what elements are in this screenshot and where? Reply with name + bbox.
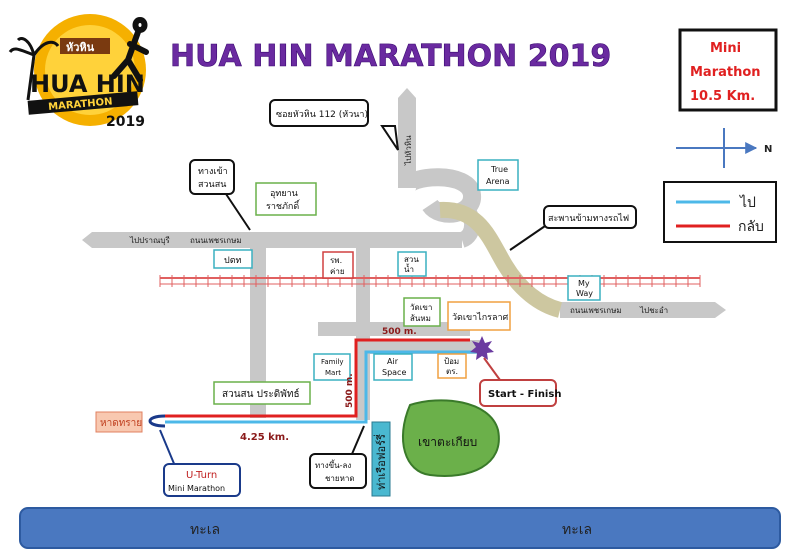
place-wat-krai: วัดเขาไกรลาศ [452, 312, 509, 323]
road-north-spur [398, 98, 416, 188]
place-police-2: ตร. [446, 367, 458, 376]
road-label-pran: ไปปราณบุรี [129, 236, 170, 245]
road-west-arrowhead [82, 232, 92, 248]
place-ptt: ปตท [224, 256, 242, 266]
sea-label-left: ทะเล [190, 522, 220, 538]
logo: หัวหิน HUA HIN MARATHON 2019 [8, 14, 149, 130]
info-line-1: Mini [710, 41, 741, 56]
logo-year: 2019 [106, 114, 145, 130]
info-line-3: 10.5 Km. [690, 89, 755, 104]
runner-icon [111, 17, 149, 83]
page-title: HUA HIN MARATHON 2019 [170, 39, 611, 74]
place-myway-2: Way [576, 289, 593, 298]
compass: N [676, 128, 772, 168]
route-go [165, 350, 478, 424]
place-police-1: ป้อม [444, 357, 459, 366]
place-familymart-2: Mart [325, 369, 341, 377]
place-true-arena-2: Arena [486, 177, 510, 186]
distance-4-25: 4.25 km. [240, 432, 289, 443]
callout-start-finish: Start - Finish [488, 389, 561, 400]
place-wat-sanam-1: วัดเขา [410, 303, 432, 312]
road-label-phet-west: ถนนเพชรเกษม [190, 236, 242, 245]
hill-khao-takiab [401, 399, 500, 477]
place-wat-sanam-2: ส้นหม [410, 314, 431, 323]
info-line-2: Marathon [690, 65, 761, 80]
callout-uturn-1: U-Turn [186, 470, 217, 481]
place-park-1: อุทยาน [270, 189, 298, 199]
place-boxes: True Arena อุทยาน ราชภักดิ์ ปตท รพ. ค่าย… [95, 159, 601, 433]
road-north-arrowhead [398, 88, 416, 98]
callout-gate-1: ทางเข้า [198, 166, 228, 177]
road-label-cha-am: ไปชะอำ [639, 306, 668, 315]
place-water-2: น้ำ [404, 263, 414, 274]
callout-bridge: สะพานข้ามทางรถไฟ [548, 213, 629, 224]
callout-soi: ซอยหัวหิน 112 (หัวนา) [276, 109, 368, 120]
place-hospital-2: ค่าย [330, 267, 345, 276]
logo-top-text: หัวหิน [66, 41, 95, 54]
place-beach: หาดทราย [100, 418, 142, 429]
place-true-arena-1: True [490, 165, 508, 174]
compass-north: N [764, 144, 772, 155]
legend-back: กลับ [738, 219, 764, 235]
callout-uturn-2: Mini Marathon [168, 484, 225, 493]
place-airspace-1: Air [387, 357, 399, 366]
callout-beach-way-2: ชายหาด [325, 474, 355, 483]
sea-label-right: ทะเล [562, 522, 592, 538]
callout-gate-2: สวนสน [198, 180, 226, 190]
place-myway-1: My [578, 279, 590, 288]
bridge-overpass [439, 201, 563, 318]
callout-beach-way-1: ทางขึ้น-ลง [315, 459, 351, 470]
uturn-arrow [148, 414, 166, 428]
route-back [165, 338, 470, 418]
railway [159, 275, 701, 287]
place-suan-son: สวนสน ประดิพัทธ์ [222, 388, 300, 400]
palm-tree-icon [8, 37, 60, 101]
start-finish-marker [470, 336, 494, 360]
road-east-arrowhead [715, 302, 726, 318]
legend-go: ไป [739, 194, 756, 211]
road-east-phetkasem [560, 302, 715, 318]
info-box: Mini Marathon 10.5 Km. [678, 28, 778, 112]
sea [19, 507, 781, 549]
road-label-phet-east: ถนนเพชรเกษม [570, 306, 622, 315]
hill-label: เขาตะเกียบ [418, 435, 477, 449]
distance-500-side: 500 m. [345, 373, 355, 408]
pier-label: ท่าเรือฟอร์รี่ [373, 434, 388, 490]
place-airspace-2: Space [382, 368, 406, 377]
place-water-1: สวน [404, 255, 419, 264]
road-phetkasem-west [92, 232, 462, 248]
distance-500-top: 500 m. [382, 327, 417, 337]
road-label-north: ไปหัวหิน [404, 135, 413, 166]
place-familymart-1: Family [321, 358, 344, 366]
road-vertical-1 [250, 248, 266, 418]
place-park-2: ราชภักดิ์ [266, 199, 301, 212]
place-hospital-1: รพ. [330, 256, 342, 265]
callouts: ซอยหัวหิน 112 (หัวนา) ทางเข้า สวนสน สะพา… [159, 99, 637, 497]
legend: ไป กลับ [663, 181, 777, 243]
pier [371, 421, 391, 497]
